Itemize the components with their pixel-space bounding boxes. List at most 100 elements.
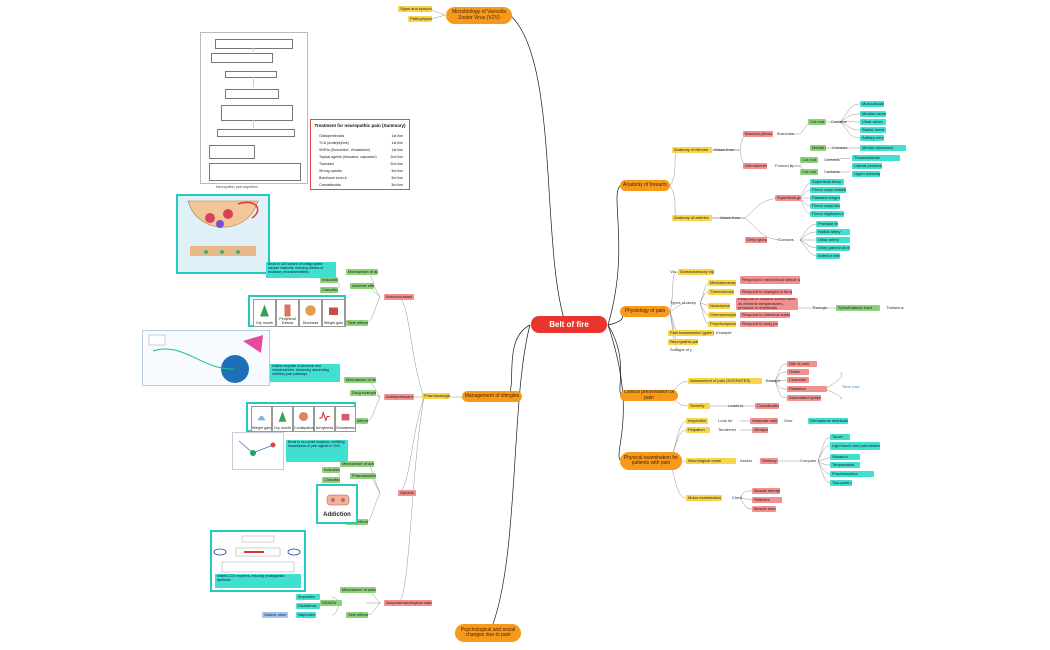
physio-nociceptors[interactable]: Nociceptors [708, 303, 730, 309]
mgmt-op-indic[interactable]: Indication [322, 467, 340, 473]
physio-pathway[interactable]: Spinothalamic tract [836, 305, 880, 311]
exam-motor-2[interactable]: Reflexes [752, 497, 782, 503]
physio-types[interactable]: Types of receptors [670, 300, 696, 305]
exam-inspection[interactable]: Inspection [686, 418, 708, 424]
micro-patho[interactable]: Pathophysiology [408, 16, 432, 22]
mgmt-op-moa[interactable]: Mechanism of action [340, 461, 374, 467]
mgmt-ad-moa[interactable]: Mechanism of action [344, 377, 376, 383]
nsaid-example-3[interactable]: Naproxen [296, 612, 316, 618]
clinical-site[interactable]: Site of pain [787, 361, 817, 367]
mgmt-ns-side[interactable]: Side effects [346, 612, 368, 618]
physio-mechano[interactable]: Mechanoreceptors [708, 280, 736, 286]
exam-sensory[interactable]: Sensory [760, 458, 778, 464]
anatomy-leaf-12[interactable]: Palmaris longus [810, 195, 840, 201]
clinical-complications[interactable]: Complications [755, 403, 779, 409]
clinical-assessment[interactable]: Assessment of pain (SOCRATES) [688, 378, 762, 384]
anatomy-leaf-5[interactable]: Axillary nerve [860, 135, 884, 141]
physio-subtype[interactable]: Subtype of pain [670, 347, 692, 352]
anatomy-arteries[interactable]: Anatomy of arteries [672, 215, 712, 221]
anatomy-cut-root-3[interactable]: Cut root [800, 169, 818, 175]
mgmt-ac-moa[interactable]: Mechanism of action [346, 269, 378, 275]
mgmt-ad-drugs[interactable]: Drug examples [350, 390, 376, 396]
clinical-time[interactable]: Time course [842, 384, 860, 389]
nsaid-side[interactable]: Gastric ulcer [262, 612, 288, 618]
anatomy-leaf-2[interactable]: Median nerve [860, 111, 886, 117]
branch-psychological[interactable]: Psychological and social changes due to … [455, 624, 521, 642]
anatomy-leaf-17[interactable]: Ulnar artery [816, 237, 850, 243]
physio-thermo[interactable]: Thermoreceptors [708, 289, 734, 295]
anatomy-leaf-14[interactable]: Flexor digitorum superficialis [810, 211, 844, 217]
anatomy-leaf-13[interactable]: Flexor carpi ulnaris [810, 203, 840, 209]
mgmt-pharmaco[interactable]: Pharmacological [422, 393, 450, 399]
physio-pathway-end[interactable]: Thalamus [886, 305, 904, 310]
mgmt-nonpharma[interactable]: Nonpharmacological management [384, 600, 432, 606]
mgmt-ns-moa[interactable]: Mechanism of action [340, 587, 376, 593]
mgmt-anticonvulsant[interactable]: Anticonvulsant [384, 294, 414, 300]
branch-anatomy[interactable]: Anatomy of forearm [620, 180, 670, 191]
anatomy-leaf-19[interactable]: Anterior interosseous [816, 253, 840, 259]
nsaid-example-2[interactable]: Diclofenac [296, 603, 320, 609]
anatomy-leaf-11[interactable]: Flexor carpi radialis [810, 187, 846, 193]
branch-physical-exam[interactable]: Physical examination for patients with p… [620, 452, 682, 470]
mgmt-ac-adverse[interactable]: Adverse effects [350, 283, 374, 289]
physio-proprio[interactable]: Proprioceptors [708, 321, 736, 327]
anatomy-leaf-1[interactable]: Musculocutaneous [860, 101, 884, 107]
anatomy-cut-root-1[interactable]: Cut root [808, 119, 826, 125]
clinical-radiation[interactable]: Radiation [787, 386, 827, 392]
branch-clinical[interactable]: Clinical presentation of pain [620, 390, 678, 401]
branch-microbiology[interactable]: Microbiology of Varicella Zoster Virus (… [446, 7, 512, 24]
anatomy-leaf-7[interactable]: Thoracodorsal [852, 155, 900, 161]
mgmt-ac-class[interactable]: Classification [320, 287, 338, 293]
exam-dermatome[interactable]: Dermatome distribution [808, 418, 848, 424]
physio-somatosensory[interactable]: Somatosensory input (STT) [678, 269, 714, 275]
exam-motor-1[interactable]: Muscle strength [752, 488, 780, 494]
mgmt-ac-side[interactable]: Side effects [346, 320, 368, 326]
anatomy-superficial[interactable]: Superficial group [775, 195, 801, 201]
anatomy-leaf-3[interactable]: Ulnar nerve [860, 119, 886, 125]
exam-sens-1[interactable]: Touch [830, 434, 850, 440]
mgmt-opioids[interactable]: Opioids [398, 490, 416, 496]
anatomy-medial-cord[interactable]: Medial cord [810, 145, 826, 151]
exam-sens-3[interactable]: Vibration [830, 454, 860, 460]
mgmt-antidepressant[interactable]: Antidepressant [384, 394, 414, 400]
anatomy-deep[interactable]: Deep group [745, 237, 767, 243]
clinical-onset[interactable]: Onset [787, 369, 809, 375]
exam-rash[interactable]: Vesicular rash [750, 418, 778, 424]
mgmt-ac-indic[interactable]: Indication [320, 277, 338, 283]
micro-signs[interactable]: Signs and symptoms [398, 6, 432, 12]
clinical-severity[interactable]: Severity [688, 403, 710, 409]
nsaid-example-1[interactable]: Ibuprofen [296, 594, 320, 600]
anatomy-brachial-plexus[interactable]: Brachial plexus [743, 131, 773, 137]
anatomy-leaf-15[interactable]: Pronator teres [816, 221, 838, 227]
exam-sens-4[interactable]: Temperature [830, 462, 860, 468]
exam-allodynia[interactable]: Allodynia [752, 427, 768, 433]
anatomy-leaf-16[interactable]: Radial artery [816, 229, 850, 235]
mgmt-op-pk[interactable]: Pharmacokinetics [350, 473, 376, 479]
anatomy-leaf-6[interactable]: Medial cutaneous [860, 145, 906, 151]
exam-sens-2[interactable]: Light touch and pain bilaterally [830, 442, 880, 450]
exam-motor[interactable]: Motor examination [686, 495, 722, 501]
exam-sens-6[interactable]: Two-point discrimination [830, 480, 852, 486]
clinical-character[interactable]: Character [787, 377, 809, 383]
mgmt-op-class[interactable]: Classification [322, 477, 340, 483]
branch-physiology[interactable]: Physiology of pain [620, 306, 670, 317]
exam-neuro[interactable]: Neurological exam [686, 458, 736, 464]
anatomy-leaf-9[interactable]: Upper subscapular [852, 171, 880, 177]
anatomy-leaf-8[interactable]: Lateral pectoral nerve [852, 163, 882, 169]
physio-neuro[interactable]: Neuropathic pain [668, 339, 698, 345]
physio-chemo[interactable]: Chemoreceptors [708, 312, 736, 318]
anatomy-leaf-4[interactable]: Radial nerve [860, 127, 886, 133]
root-node[interactable]: Belt of fire [531, 316, 607, 333]
mgmt-ad-side[interactable]: Side effects [346, 418, 368, 424]
anatomy-cut-root-2[interactable]: Cut root [800, 157, 818, 163]
exam-sens-5[interactable]: Proprioception [830, 471, 874, 477]
exam-palpation[interactable]: Palpation [686, 427, 710, 433]
anatomy-leaf-10[interactable]: Superficial flexor [810, 179, 844, 185]
physio-gate[interactable]: Pain transmission (gate theory) [668, 330, 714, 336]
branch-management[interactable]: Management of shingles [462, 391, 522, 402]
clinical-associated[interactable]: Associated symptoms [787, 395, 821, 401]
anatomy-dermatomes[interactable]: Dermatomes [743, 163, 767, 169]
anatomy-leaf-18[interactable]: Deep palmar arch [816, 245, 850, 251]
exam-motor-3[interactable]: Muscle tone [752, 506, 776, 512]
mgmt-nsaids[interactable]: NSAIDs [320, 600, 342, 606]
